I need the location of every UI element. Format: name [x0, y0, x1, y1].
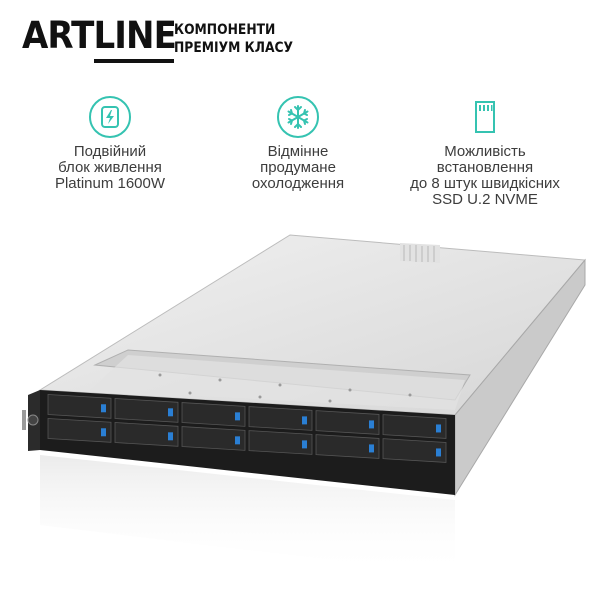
drive-bay [248, 406, 313, 431]
drive-bay [181, 426, 246, 451]
snowflake-icon [277, 96, 319, 138]
drive-bay-led [369, 444, 374, 453]
drive-bay-led [436, 424, 441, 433]
drive-bay [315, 410, 380, 435]
power-button-icon [27, 414, 39, 426]
drive-bay [114, 422, 179, 447]
drive-bay-led [302, 416, 307, 425]
lightning-icon [89, 96, 131, 138]
feature-cooling-label: Відмінне продумане охолодження [251, 143, 345, 192]
drive-bay [47, 394, 112, 419]
drive-bay-led [302, 440, 307, 449]
drive-bay-led [235, 436, 240, 445]
feature-storage: Можливість встановлення до 8 штук швидкі… [400, 96, 570, 208]
sd-card-icon [464, 96, 506, 138]
drive-bays [47, 394, 447, 463]
drive-bay [114, 398, 179, 423]
drive-bay [382, 414, 447, 439]
drive-bay-led [436, 448, 441, 457]
drive-bay-led [101, 404, 106, 413]
drive-bay-led [235, 412, 240, 421]
server-reflection [40, 455, 455, 575]
drive-bay [315, 434, 380, 459]
drive-bay-led [168, 408, 173, 417]
logo-tagline: КОМПОНЕНТИ ПРЕМІУМ КЛАСУ [174, 21, 293, 57]
brand-logo: ARTLINE КОМПОНЕНТИ ПРЕМІУМ КЛАСУ [22, 14, 322, 64]
logo-text: ARTLINE [22, 14, 177, 57]
feature-cooling: Відмінне продумане охолодження [228, 96, 368, 192]
drive-bay [382, 438, 447, 463]
drive-bay-led [168, 432, 173, 441]
drive-bay [248, 430, 313, 455]
rack-server-image [22, 234, 587, 575]
drive-bay [47, 418, 112, 443]
drive-bay [181, 402, 246, 427]
drive-bay-led [369, 420, 374, 429]
feature-power: Подвійний блок живлення Platinum 1600W [40, 96, 180, 192]
feature-storage-label: Можливість встановлення до 8 штук швидкі… [410, 143, 560, 208]
feature-power-label: Подвійний блок живлення Platinum 1600W [54, 143, 166, 192]
tagline-text: КОМПОНЕНТИ ПРЕМІУМ КЛАСУ [174, 22, 294, 56]
logo-underline-icon [94, 59, 174, 63]
drive-bay-led [101, 428, 106, 437]
